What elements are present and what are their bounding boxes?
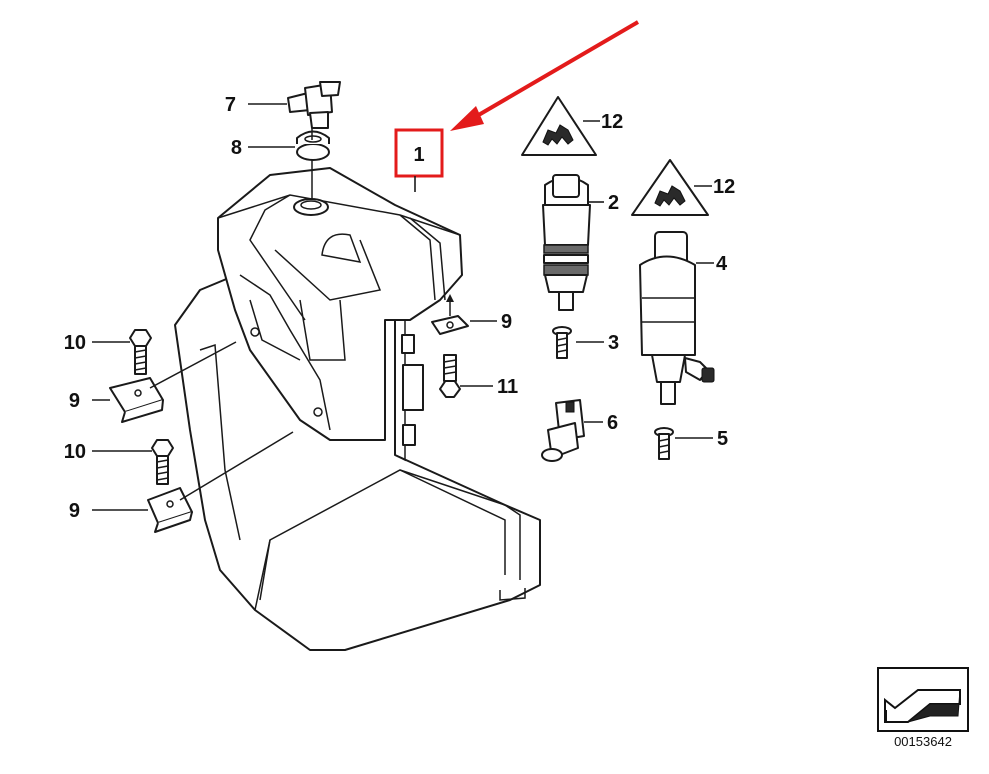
part-5-screw (654, 427, 674, 460)
callout-9-lower: 9 (69, 500, 80, 522)
part-9-clip-upper (431, 294, 469, 335)
callout-2: 2 (608, 192, 619, 214)
highlight-arrow (450, 20, 640, 131)
part-6-level-sensor (541, 399, 585, 462)
part-3-screw (552, 326, 572, 359)
part-9-clip-middle (109, 377, 164, 423)
callout-12-lower: 12 (713, 176, 735, 198)
callout-6: 6 (607, 412, 618, 434)
callout-12-upper: 12 (601, 111, 623, 133)
callout-9-middle: 9 (69, 390, 80, 412)
part-2-washer-pump (542, 174, 591, 311)
washer-reservoir (174, 167, 541, 651)
callout-10-upper: 10 (64, 332, 86, 354)
reference-code: 00153642 (894, 734, 952, 749)
part-10-screw-upper (129, 329, 152, 375)
callout-9-right: 9 (501, 311, 512, 333)
part-9-clip-lower (147, 487, 193, 533)
part-7-elbow-connector (287, 81, 341, 129)
callout-5: 5 (717, 428, 728, 450)
callout-3: 3 (608, 332, 619, 354)
callout-10-lower: 10 (64, 441, 86, 463)
part-8-grommet (296, 130, 330, 161)
callout-8: 8 (231, 137, 242, 159)
part-4-headlamp-washer-pump (639, 231, 715, 405)
highlight-box (394, 128, 444, 178)
warning-triangle-icon (521, 96, 597, 156)
part-10-screw-lower (151, 439, 174, 485)
part-11-bolt (439, 354, 461, 398)
callout-11: 11 (497, 376, 518, 398)
callout-4: 4 (716, 253, 728, 275)
reference-arrow-icon (877, 667, 969, 732)
warning-triangle-icon (631, 159, 709, 216)
callout-1: 1 (413, 144, 424, 166)
callout-7: 7 (225, 94, 236, 116)
